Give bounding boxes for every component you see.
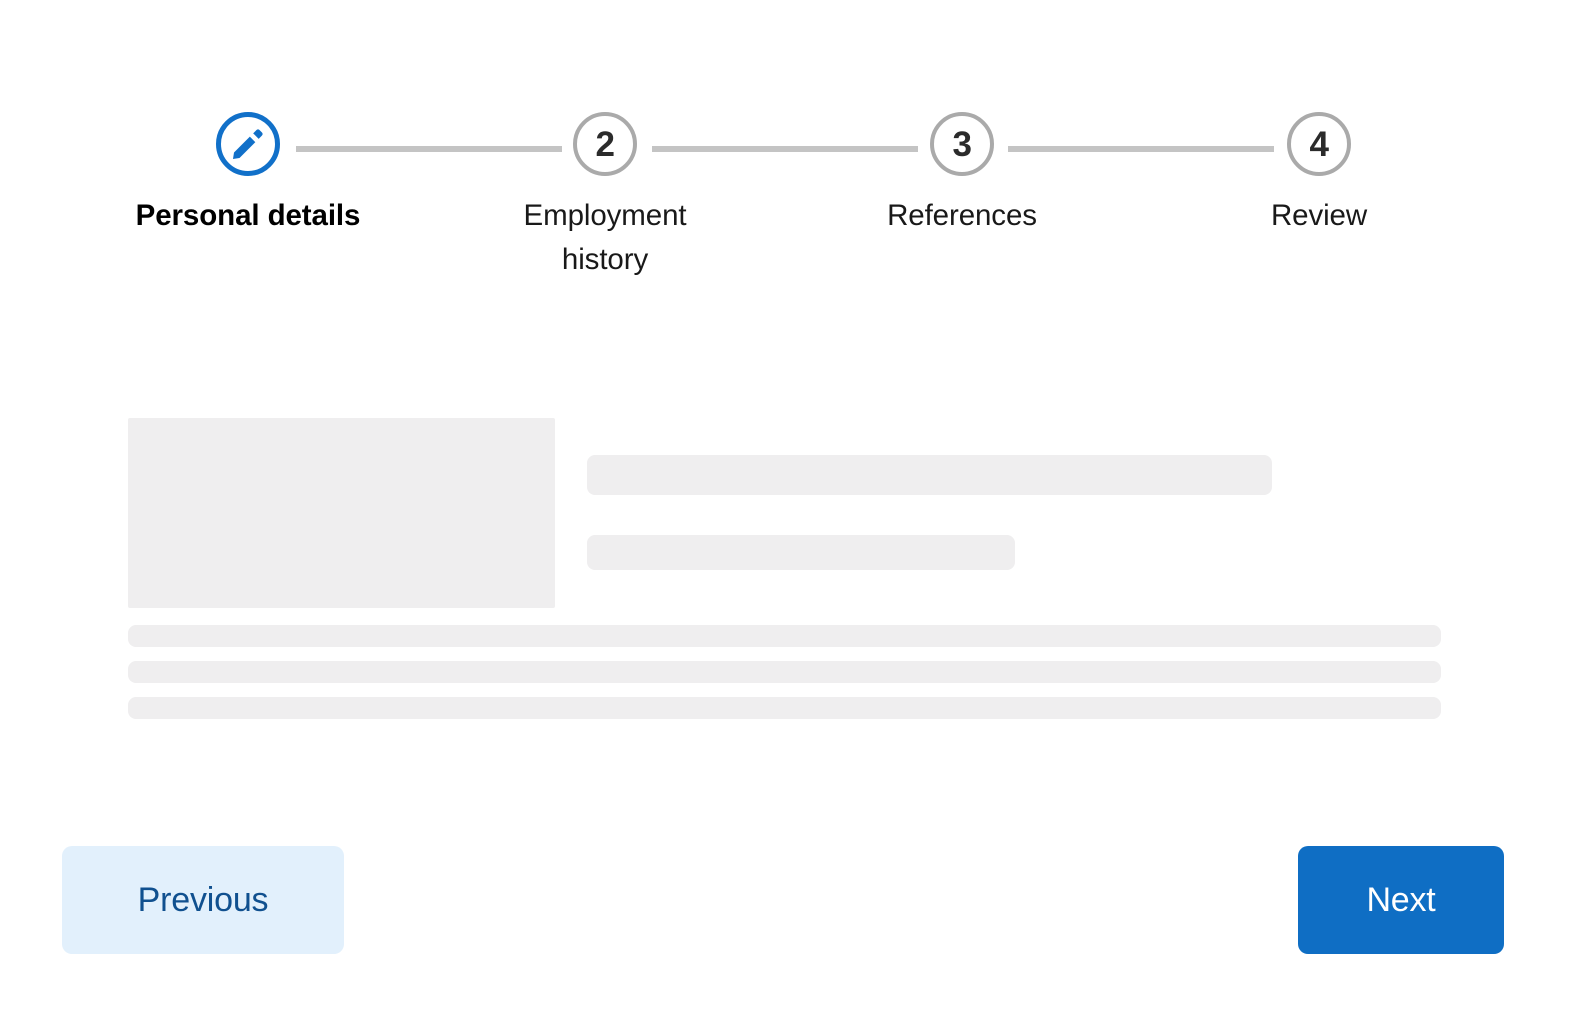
stepper-step-label-references: References [887,199,1037,232]
step-number-2: 2 [595,124,615,164]
step-number-4: 4 [1309,124,1329,164]
text-line-placeholder-2 [128,661,1441,683]
previous-button[interactable]: Previous [62,846,344,954]
stepper-step-label-review: Review [1270,199,1368,232]
text-line-placeholder-1 [128,625,1441,647]
stepper-connector-3-4 [1008,146,1274,152]
stepper-connector-2-3 [652,146,918,152]
heading-placeholder [587,455,1272,495]
stepper-connector-1-2 [296,146,562,152]
stepper-step-references[interactable]: 3 References [842,112,1082,238]
subheading-placeholder [587,535,1015,570]
image-placeholder [128,418,555,608]
step-indicator-personal-details[interactable] [216,112,280,176]
stepper-step-review[interactable]: 4 Review [1199,112,1439,238]
progress-stepper: Personal details 2 Employment history 3 … [0,0,1596,330]
stepper-step-label-personal-details: Personal details [135,199,361,232]
step-indicator-references[interactable]: 3 [930,112,994,176]
next-button[interactable]: Next [1298,846,1504,954]
stepper-step-label-employment-history: Employment history [523,199,687,276]
stepper-step-personal-details[interactable]: Personal details [128,112,368,238]
stepper-step-employment-history[interactable]: 2 Employment history [485,112,725,281]
pencil-icon [233,129,263,159]
step-indicator-review[interactable]: 4 [1287,112,1351,176]
step-number-3: 3 [952,124,972,164]
step-indicator-employment-history[interactable]: 2 [573,112,637,176]
text-line-placeholder-3 [128,697,1441,719]
